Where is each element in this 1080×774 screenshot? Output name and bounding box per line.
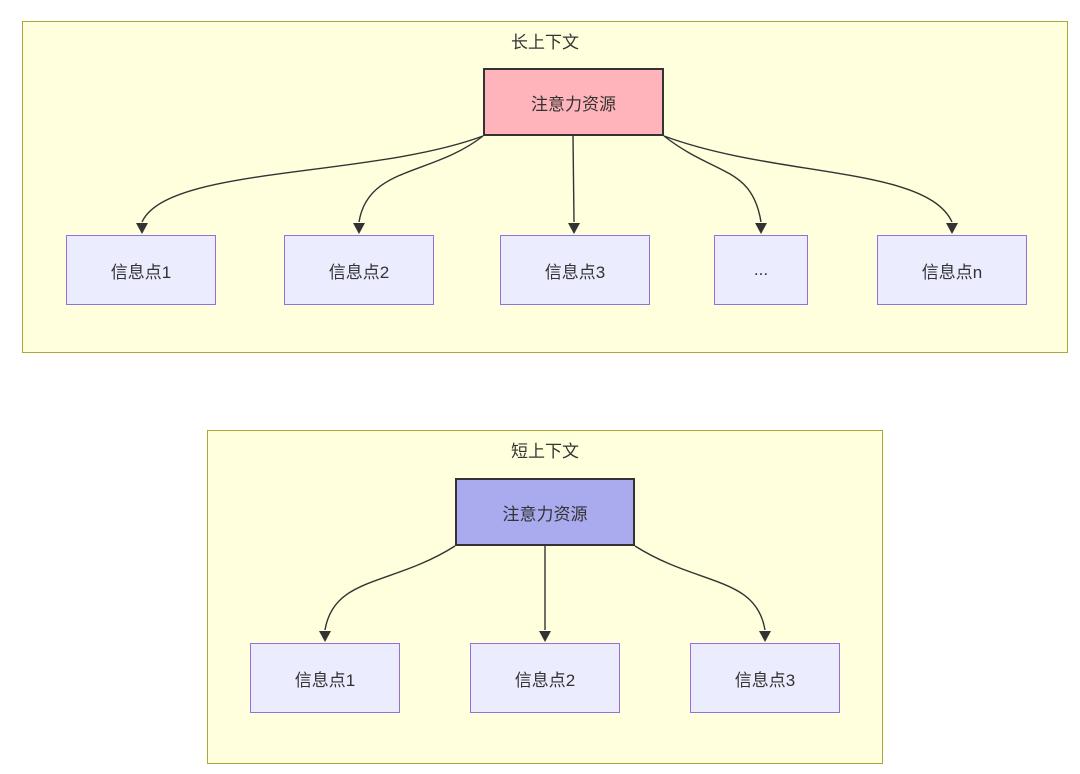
info-node-label: 信息点2 xyxy=(514,670,576,690)
info-node-label: 信息点1 xyxy=(110,262,172,282)
info-node-long-n: 信息点n xyxy=(877,235,1027,305)
info-node-label: 信息点3 xyxy=(734,670,796,690)
short-context-title: 短上下文 xyxy=(511,442,579,461)
attention-resource-node-short: 注意力资源 xyxy=(455,478,635,546)
info-node-short-2: 信息点2 xyxy=(470,643,620,713)
info-node-long-ellipsis: ... xyxy=(714,235,808,305)
long-context-title: 长上下文 xyxy=(511,33,579,52)
attention-resource-label-short: 注意力资源 xyxy=(502,504,588,524)
info-node-label: 信息点2 xyxy=(328,262,390,282)
info-node-short-3: 信息点3 xyxy=(690,643,840,713)
info-node-long-3: 信息点3 xyxy=(500,235,650,305)
info-node-label: 信息点1 xyxy=(294,670,356,690)
info-node-long-1: 信息点1 xyxy=(66,235,216,305)
info-node-label: ... xyxy=(753,260,769,279)
attention-resource-node-long: 注意力资源 xyxy=(483,68,664,136)
attention-resource-label-long: 注意力资源 xyxy=(531,94,616,114)
info-node-label: 信息点n xyxy=(921,262,983,282)
info-node-short-1: 信息点1 xyxy=(250,643,400,713)
info-node-label: 信息点3 xyxy=(544,262,606,282)
info-node-long-2: 信息点2 xyxy=(284,235,434,305)
